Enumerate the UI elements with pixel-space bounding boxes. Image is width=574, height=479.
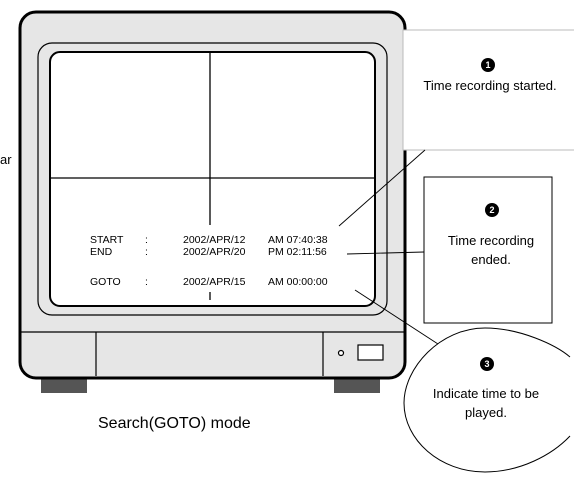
leader-line-3 bbox=[354, 289, 439, 345]
osd-end-sep: : bbox=[145, 246, 148, 258]
leader-line-1 bbox=[338, 149, 426, 227]
cropped-text-fragment: ar bbox=[0, 152, 12, 167]
callout-2-text: Time recording ended. bbox=[447, 233, 535, 267]
monitor-foot-left bbox=[41, 376, 87, 393]
callout-1-number-badge: 1 bbox=[481, 58, 495, 72]
callout-3-bubble bbox=[403, 327, 571, 473]
callout-3-number-badge: 3 bbox=[480, 357, 494, 371]
callout-3-text: Indicate time to be played. bbox=[432, 386, 540, 420]
osd-end-label: END bbox=[90, 246, 113, 258]
monitor-foot-right bbox=[334, 376, 380, 393]
leader-line-2 bbox=[346, 251, 425, 255]
callout-1-text: Time recording started. bbox=[423, 78, 557, 93]
osd-end-time: PM 02:11:56 bbox=[268, 246, 327, 258]
osd-start-time: AM 07:40:38 bbox=[268, 234, 328, 246]
osd-goto-label: GOTO bbox=[90, 276, 121, 288]
osd-end-date: 2002/APR/20 bbox=[183, 246, 246, 258]
callout-1-box bbox=[402, 29, 574, 151]
power-led-icon bbox=[337, 349, 345, 357]
osd-start-date: 2002/APR/12 bbox=[183, 234, 246, 246]
osd-goto-sep: : bbox=[145, 276, 148, 288]
callout-2-number-badge: 2 bbox=[485, 203, 499, 217]
callout-2-box bbox=[423, 176, 553, 324]
diagram-caption: Search(GOTO) mode bbox=[98, 415, 251, 432]
osd-goto-date: 2002/APR/15 bbox=[183, 276, 246, 288]
power-button-icon bbox=[357, 344, 384, 361]
screen bbox=[49, 51, 376, 307]
osd-start-sep: : bbox=[145, 234, 148, 246]
osd-start-label: START bbox=[90, 234, 124, 246]
osd-goto-time: AM 00:00:00 bbox=[268, 276, 328, 288]
